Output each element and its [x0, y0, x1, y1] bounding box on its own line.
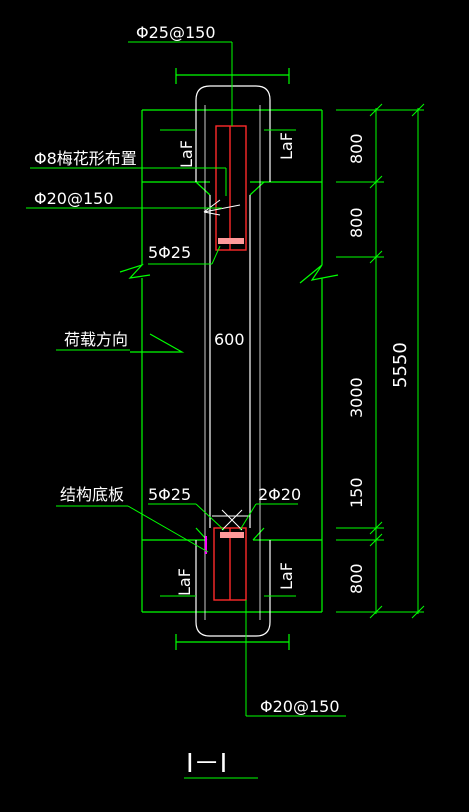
- dimension-segment-3: 3000: [347, 377, 366, 418]
- side-rebar-label: Φ20@150: [34, 189, 114, 208]
- rebar-cages: [213, 125, 247, 601]
- top-bars-label: 5Φ25: [148, 243, 191, 262]
- laf-guides: [160, 129, 296, 597]
- section-title: I－I: [186, 749, 227, 779]
- laf-label-bottom-left: LaF: [175, 568, 194, 596]
- laf-label-top-left: LaF: [177, 140, 196, 168]
- dimension-segment-1: 800: [347, 133, 366, 164]
- load-direction-label: 荷载方向: [64, 330, 128, 349]
- base-plate-label: 结构底板: [60, 485, 124, 504]
- laf-label-top-right: LaF: [277, 132, 296, 160]
- wall-body: [195, 85, 271, 637]
- dimension-segment-5: 800: [347, 563, 366, 594]
- bottom-rebar-label: Φ20@150: [260, 697, 340, 716]
- leader-lines: [26, 41, 346, 779]
- dimension-chain: [336, 103, 425, 619]
- dimension-segment-4: 150: [347, 477, 366, 508]
- concrete-outline: [119, 68, 339, 650]
- laf-label-bottom-right: LaF: [277, 562, 296, 590]
- bottom-bars-label: 5Φ25: [148, 485, 191, 504]
- top-rebar-cage: [215, 125, 247, 251]
- stirrups: [203, 199, 250, 554]
- top-rebar-label: Φ25@150: [136, 23, 216, 42]
- bottom-side-bars-label: 2Φ20: [258, 485, 301, 504]
- flower-stirrup-label: Φ8梅花形布置: [34, 149, 137, 168]
- dimension-total: 5550: [390, 342, 411, 388]
- dimension-segment-2: 800: [347, 207, 366, 238]
- wall-width-label: 600: [214, 330, 245, 349]
